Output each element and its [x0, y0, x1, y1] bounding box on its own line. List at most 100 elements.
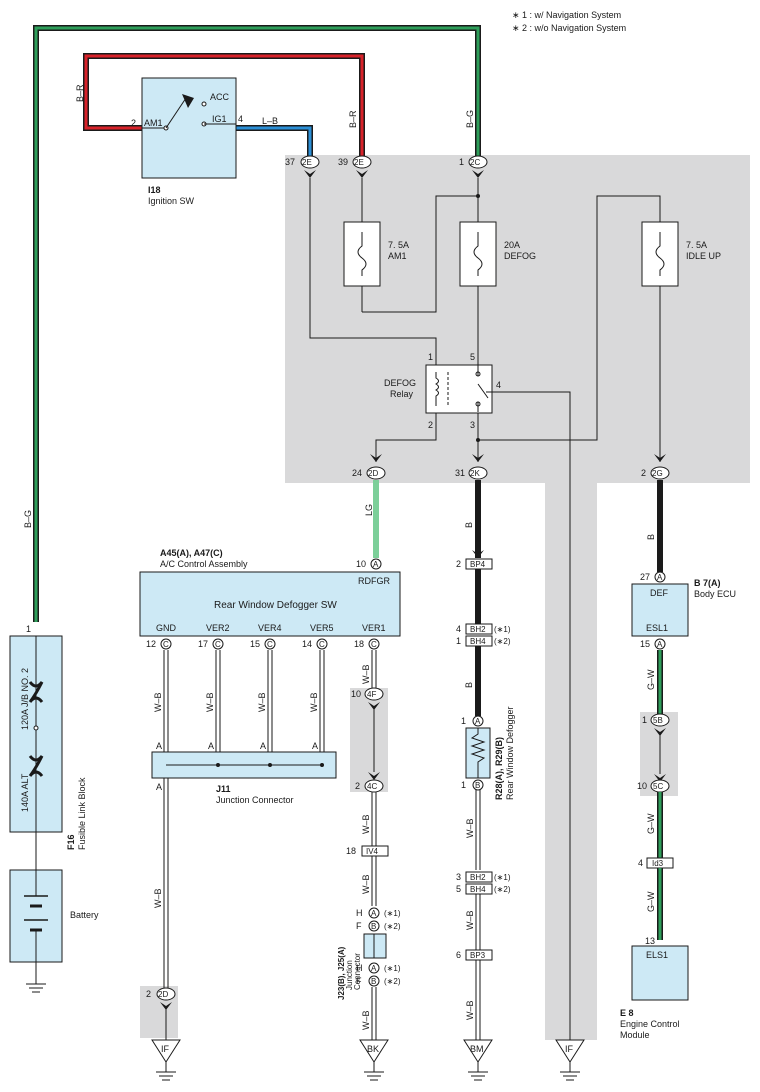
ac-title: Rear Window Defogger SW	[214, 600, 337, 611]
ac-pin-c-ver1: C	[371, 640, 377, 649]
ground-label-bk: BK	[367, 1044, 379, 1054]
conn-4c-num: 2	[355, 781, 360, 791]
conn-4f-num: 10	[351, 689, 361, 699]
j23-b-2: B	[371, 977, 376, 986]
conn-4c: 4C	[367, 782, 377, 791]
j11-code: J11	[216, 784, 231, 794]
ig-pin-ig1: IG1	[212, 114, 227, 124]
conn-bh4b: BH4	[470, 885, 486, 894]
conn-1: 1	[459, 157, 464, 167]
j23-h-2: H	[356, 963, 363, 973]
conn-bh4b-num: 5	[456, 884, 461, 894]
conn-bh2b: BH2	[470, 873, 486, 882]
ac-pin-c-ver5: C	[319, 640, 325, 649]
ig-code: I18	[148, 185, 161, 195]
ground-if-left: IF	[151, 1039, 181, 1081]
ac-rdfgr: RDFGR	[358, 576, 390, 586]
ac-pin-17: 17	[198, 639, 208, 649]
wire-label-wb-2: W–B	[205, 692, 215, 712]
ac-pin-gnd: GND	[156, 623, 177, 633]
conn-24: 24	[352, 468, 362, 478]
ecu-def: DEF	[650, 588, 669, 598]
j23-code: J23(B), J25(A)	[337, 946, 346, 1000]
note-2: ∗ 2 : w/o Navigation System	[512, 23, 626, 33]
ground-bm: BM	[463, 1039, 493, 1081]
ig-pin-acc: ACC	[210, 92, 230, 102]
conn-2c: 2C	[470, 158, 480, 167]
ecu-pin-15: 15	[640, 639, 650, 649]
ecu-pin-27: 27	[640, 572, 650, 582]
conn-bh2b-star: (∗1)	[494, 873, 511, 882]
ac-pin-c-ver4: C	[267, 640, 273, 649]
ground-label-if-1: IF	[161, 1044, 170, 1054]
conn-bh4a: BH4	[470, 637, 486, 646]
defogger-branch: B BP4 2 BH2 4 (∗1) BH4 1 (∗2) B A 1 B 1 …	[456, 480, 515, 1040]
defog-relay: 1 2 3 4 5 DEFOG Relay	[384, 352, 501, 430]
wire-lg: LG	[364, 480, 379, 558]
junction-connector-j11: A A A A A J11 Junction Connector W–B 2D …	[146, 741, 337, 1040]
ac-name: A/C Control Assembly	[160, 559, 248, 569]
ac-rdfgr-num: 10	[356, 559, 366, 569]
defog-pin-a: A	[475, 717, 481, 726]
conn-bp4: BP4	[470, 560, 486, 569]
j23-b-1: B	[371, 922, 376, 931]
ac-pin-14: 14	[302, 639, 312, 649]
conn-5c-num: 10	[637, 781, 647, 791]
wire-label-b-1: B	[464, 522, 474, 528]
conn-5c: 5C	[653, 782, 663, 791]
ac-pin-18: 18	[354, 639, 364, 649]
ecm-code: E 8	[620, 1008, 634, 1018]
j23-name-2: Connector	[353, 953, 362, 990]
defog-pin-1a: 1	[461, 716, 466, 726]
fl-fuse-120a: 120A J/B NO. 2	[20, 668, 30, 730]
wire-label-gw-1: G–W	[646, 669, 656, 690]
j11-a-1: A	[156, 741, 162, 751]
conn-31: 31	[455, 468, 465, 478]
jb-internal-wiring	[309, 178, 661, 1040]
j23-h-1: H	[356, 908, 363, 918]
wire-label-wb-ver1: W–B	[361, 664, 371, 684]
conn-2d-bottom: 2D	[158, 990, 168, 999]
jb-top-connectors: 2E 37 2E 39 2C 1	[285, 155, 488, 178]
conn-id3: Id3	[652, 859, 664, 868]
j11-name: Junction Connector	[216, 795, 294, 805]
relay-pin-2: 2	[428, 420, 433, 430]
conn-bh2a-num: 4	[456, 624, 461, 634]
conn-2: 2	[641, 468, 646, 478]
junction-block-background	[140, 155, 750, 1040]
conn-37: 37	[285, 157, 295, 167]
ac-pin-15: 15	[250, 639, 260, 649]
ac-pin-ver5: VER5	[310, 623, 334, 633]
ig-pin-2: 2	[131, 118, 136, 128]
ac-pin-c-ver2: C	[215, 640, 221, 649]
ecm-pin-13: 13	[645, 936, 655, 946]
ac-pin-12: 12	[146, 639, 156, 649]
j23-name-1: Junction	[345, 960, 354, 990]
wires-wb-j11: W–B W–B W–B W–B	[153, 650, 325, 752]
wire-label-lg: LG	[364, 504, 374, 516]
defog-pin-b: B	[475, 781, 480, 790]
fuse-idle-amp: 7. 5A	[686, 240, 707, 250]
j23-star1-2: (∗1)	[384, 964, 401, 973]
fuse-am1-amp: 7. 5A	[388, 240, 409, 250]
ecu-name: Body ECU	[694, 589, 736, 599]
relay-pin-4: 4	[496, 380, 501, 390]
j23-a-1: A	[371, 909, 377, 918]
wire-label-b-2: B	[464, 682, 474, 688]
fuse-defog: 20A DEFOG	[459, 221, 536, 287]
conn-id3-num: 4	[638, 858, 643, 868]
ecu-branch: B A 27 DEF ESL1 B 7(A) Body ECU A 15 G–W…	[620, 480, 736, 1040]
fuse-defog-name: DEFOG	[504, 251, 536, 261]
conn-bp4-num: 2	[456, 559, 461, 569]
conn-5b: 5B	[653, 716, 663, 725]
relay-name-1: DEFOG	[384, 378, 416, 388]
wire-label-wb-defog: W–B	[465, 818, 475, 838]
wire-b-r	[83, 53, 365, 158]
wire-label-wb-4c: W–B	[361, 814, 371, 834]
wire-label-wb-bm: W–B	[465, 1000, 475, 1020]
defog-name: Rear Window Defogger	[505, 706, 515, 800]
relay-pin-3: 3	[470, 420, 475, 430]
conn-bh4a-star: (∗2)	[494, 637, 511, 646]
relay-name-2: Relay	[390, 389, 414, 399]
j23-star1-1: (∗1)	[384, 909, 401, 918]
